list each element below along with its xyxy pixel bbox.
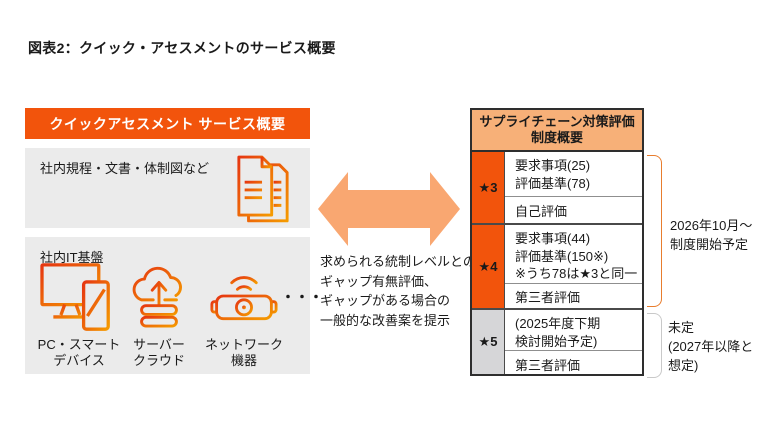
evaluation-cell: 第三者評価 [505, 350, 642, 377]
internal-it-section: 社内IT基盤 [25, 237, 323, 374]
supply-chain-evaluation-table: サプライチェーン対策評価 制度概要 ★3 要求事項(25) 評価基準(78) 自… [470, 108, 644, 376]
requirements-cell: 要求事項(25) 評価基準(78) [515, 158, 591, 191]
schedule-annotation-2026: 2026年10月〜 制度開始予定 [670, 218, 753, 252]
star-level-cell: ★3 [472, 152, 505, 223]
table-body: ★3 要求事項(25) 評価基準(78) 自己評価 ★4 要求事項(44) 評価… [470, 152, 644, 376]
table-row-star3: ★3 要求事項(25) 評価基準(78) 自己評価 [472, 152, 642, 223]
requirements-cell: 要求事項(44) 評価基準(150※) ※うち78は★3と同一 [515, 231, 638, 281]
network-device-caption: ネットワーク 機器 [204, 337, 283, 368]
document-icon [235, 153, 291, 223]
schedule-annotation-undecided: 未定 (2027年以降と 想定) [668, 320, 754, 373]
pc-smart-device-caption: PC・スマート デバイス [37, 337, 121, 368]
pc-smart-device-icon [40, 263, 114, 333]
requirements-cell: (2025年度下期 検討開始予定) [515, 316, 601, 349]
gap-assessment-description: 求められる統制レベルとの ギャップ有無評価、 ギャップがある場合の 一般的な改善… [320, 254, 476, 328]
bidirectional-arrow [318, 172, 460, 246]
server-cloud-caption: サーバー クラウド [132, 337, 185, 368]
quick-assessment-panel-header: クイックアセスメント サービス概要 [25, 108, 310, 139]
table-row-star4: ★4 要求事項(44) 評価基準(150※) ※うち78は★3と同一 第三者評価 [472, 223, 642, 308]
star-level-cell: ★4 [472, 225, 505, 308]
ellipsis-dots: ・・・ [281, 289, 323, 305]
internal-it-label: 社内IT基盤 [40, 250, 104, 265]
internal-documents-label: 社内規程・文書・体制図など [40, 161, 210, 176]
gray-bracket [647, 313, 662, 378]
server-cloud-icon [128, 263, 190, 329]
table-row-star5: ★5 (2025年度下期 検討開始予定) 第三者評価 [472, 308, 642, 374]
table-header: サプライチェーン対策評価 制度概要 [470, 108, 644, 152]
evaluation-cell: 第三者評価 [505, 282, 642, 310]
evaluation-cell: 自己評価 [505, 196, 642, 223]
star-level-cell: ★5 [472, 310, 505, 374]
figure-title: 図表2：クイック・アセスメントのサービス概要 [28, 40, 336, 56]
orange-bracket [647, 155, 662, 307]
internal-documents-section: 社内規程・文書・体制図など [25, 148, 310, 228]
network-device-icon [210, 270, 278, 322]
